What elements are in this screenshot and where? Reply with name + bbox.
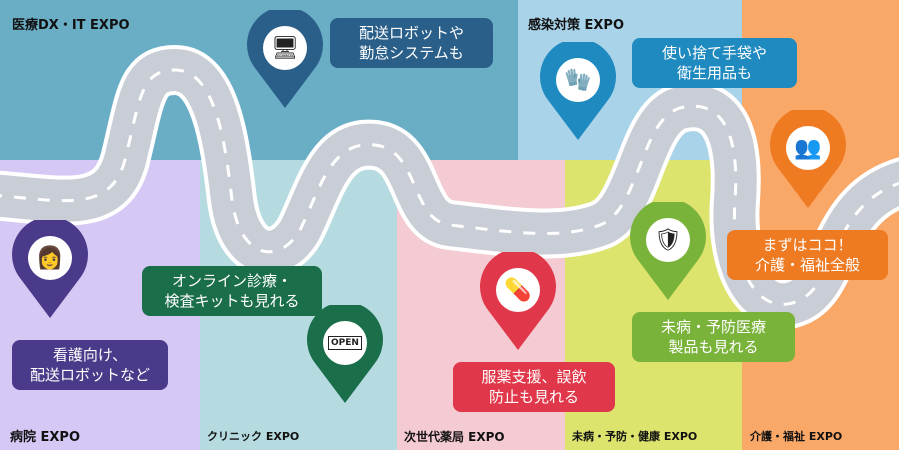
zone-label-clinic: クリニック EXPO <box>207 430 300 443</box>
zone-label-nursing-welfare: 介護・福祉 EXPO <box>750 430 843 443</box>
caregiver-icon: 👥 <box>786 126 830 170</box>
callout-prevention: 未病・予防医療 製品も見れる <box>632 312 795 362</box>
open-sign: OPEN <box>328 336 362 350</box>
pin-nurse: 👩 <box>10 220 90 320</box>
clinic-open-icon: OPEN <box>323 321 367 365</box>
monitor-icon: 🖥 <box>263 26 307 70</box>
medicine-icon: 💊 <box>496 268 540 312</box>
nurse-icon: 👩 <box>28 236 72 280</box>
pin-medicine: 💊 <box>478 252 558 352</box>
callout-medical-dx: 配送ロボットや 勤怠システムも <box>330 18 493 68</box>
zone-label-infection-control: 感染対策 EXPO <box>528 18 625 33</box>
zone-label-medical-dx-it: 医療DX・IT EXPO <box>12 18 130 33</box>
callout-infection: 使い捨て手袋や 衛生用品も <box>632 38 797 88</box>
gloves-icon: 🧤 <box>556 58 600 102</box>
pin-monitor: 🖥 <box>245 10 325 110</box>
zone-label-prevention-health: 未病・予防・健康 EXPO <box>572 430 698 443</box>
pin-clinic: OPEN <box>305 305 385 405</box>
pin-caregiver: 👥 <box>768 110 848 210</box>
zone-label-pharmacy: 次世代薬局 EXPO <box>404 430 505 444</box>
pin-shield: 🛡 <box>628 202 708 302</box>
callout-clinic: オンライン診療・ 検査キットも見れる <box>142 266 322 316</box>
callout-nursing: まずはココ！ 介護・福祉全般 <box>727 230 888 280</box>
shield-virus-icon: 🛡 <box>646 218 690 262</box>
pin-gloves: 🧤 <box>538 42 618 142</box>
callout-hospital: 看護向け、 配送ロボットなど <box>12 340 168 390</box>
callout-pharmacy: 服薬支援、誤飲 防止も見れる <box>453 362 615 412</box>
zone-label-hospital: 病院 EXPO <box>10 430 81 445</box>
